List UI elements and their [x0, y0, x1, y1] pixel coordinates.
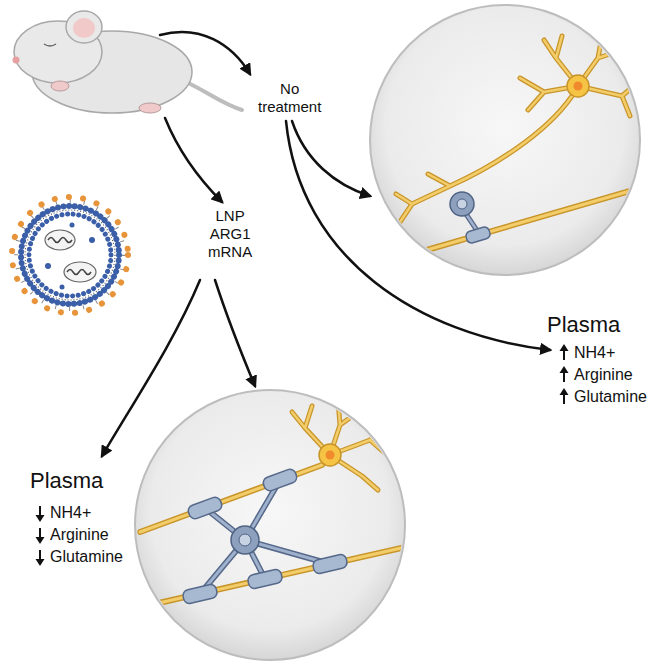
mrna-strand [48, 238, 72, 243]
flow-arrow [286, 121, 550, 350]
mouse-ear [66, 11, 102, 43]
dendrites [292, 400, 388, 490]
oligodendrocyte-process [466, 214, 476, 229]
lipid-dot [70, 223, 75, 228]
metabolite-label: Glutamine [50, 547, 123, 566]
peg-stems [16, 201, 124, 309]
myelin-sheath [187, 496, 224, 521]
metabolite-label: NH4+ [50, 503, 91, 522]
axon-core [420, 188, 640, 252]
mouse-illustration [13, 11, 243, 113]
compartment-heading: Plasma [547, 312, 620, 338]
lipid-dot [60, 285, 65, 290]
up-arrow [563, 350, 565, 360]
oligodendrocyte-nucleus [457, 199, 467, 209]
myelin-sheath [182, 583, 218, 604]
down-arrow-head [36, 559, 45, 566]
flow-arrows [102, 32, 550, 456]
axon [396, 96, 572, 222]
down-arrow [39, 506, 41, 516]
mouse-tail [186, 82, 242, 110]
flow-arrow [165, 118, 222, 202]
myelin-sheath [312, 553, 348, 574]
up-arrow [563, 394, 565, 404]
neuron-body [567, 75, 589, 97]
oligodendrocyte-process-core [466, 214, 476, 229]
neuron-nucleus [574, 82, 583, 91]
flow-arrow [215, 280, 255, 386]
magnify-circle [135, 390, 405, 660]
up-arrow-head [560, 366, 569, 373]
decrease-arrows [36, 506, 45, 566]
flow-arrow [102, 280, 200, 456]
neuron-body [319, 444, 341, 466]
oligodendrocyte-process [200, 480, 330, 594]
down-arrow [39, 528, 41, 538]
up-arrow-head [560, 388, 569, 395]
neuron-group [140, 400, 410, 605]
dendrites-core [520, 36, 636, 116]
metabolite-label: NH4+ [574, 343, 615, 362]
lipid-outer-heads [21, 206, 119, 304]
mouse-ear-inner [73, 18, 95, 38]
axon [140, 465, 410, 605]
increase-arrows [560, 344, 569, 404]
dendrites [520, 36, 636, 116]
oligodendrocyte-process-core [200, 480, 330, 594]
axon-core [140, 465, 410, 605]
neuron-nucleus [326, 451, 335, 460]
oligodendrocyte-nucleus [239, 534, 251, 546]
axon-core [396, 96, 572, 222]
mouse-eye [44, 44, 56, 46]
mouse-paw [139, 103, 161, 113]
mrna-blob [64, 262, 96, 282]
oligodendrocyte [231, 526, 259, 554]
dendrites-core [292, 400, 388, 490]
lipid-tails [25, 210, 115, 300]
lipid-dot [89, 237, 95, 243]
peg-heads [12, 197, 128, 313]
lipid-dot [45, 263, 51, 269]
metabolite-label: Arginine [50, 525, 109, 544]
mrna-strand [67, 270, 91, 275]
compartment-heading: Plasma [30, 468, 103, 494]
mrna-blob [45, 230, 75, 250]
oligodendrocyte [450, 192, 474, 216]
untreated-neural-view [370, 5, 640, 275]
metabolite-label: Glutamine [574, 387, 647, 406]
down-arrow [39, 550, 41, 560]
metabolite-label: Arginine [574, 365, 633, 384]
myelin-sheath [262, 468, 299, 493]
lnp-illustration [12, 197, 128, 313]
treated-neural-view [135, 390, 410, 660]
mouse-paw [51, 81, 69, 91]
flow-arrow [292, 121, 370, 196]
treatment-label: LNP ARG1 mRNA [208, 207, 252, 261]
myelin-sheath [247, 568, 283, 589]
myelin-sheath [465, 226, 491, 244]
mouse-nose [13, 57, 20, 64]
axon [420, 188, 640, 252]
magnify-circle [370, 5, 640, 275]
up-arrow [563, 372, 565, 382]
flow-arrow [160, 32, 250, 74]
condition-label: No treatment [258, 80, 321, 116]
neuron-group [396, 36, 640, 252]
down-arrow-head [36, 537, 45, 544]
down-arrow-head [36, 515, 45, 522]
up-arrow-head [560, 344, 569, 351]
lipid-inner-heads [29, 214, 111, 296]
